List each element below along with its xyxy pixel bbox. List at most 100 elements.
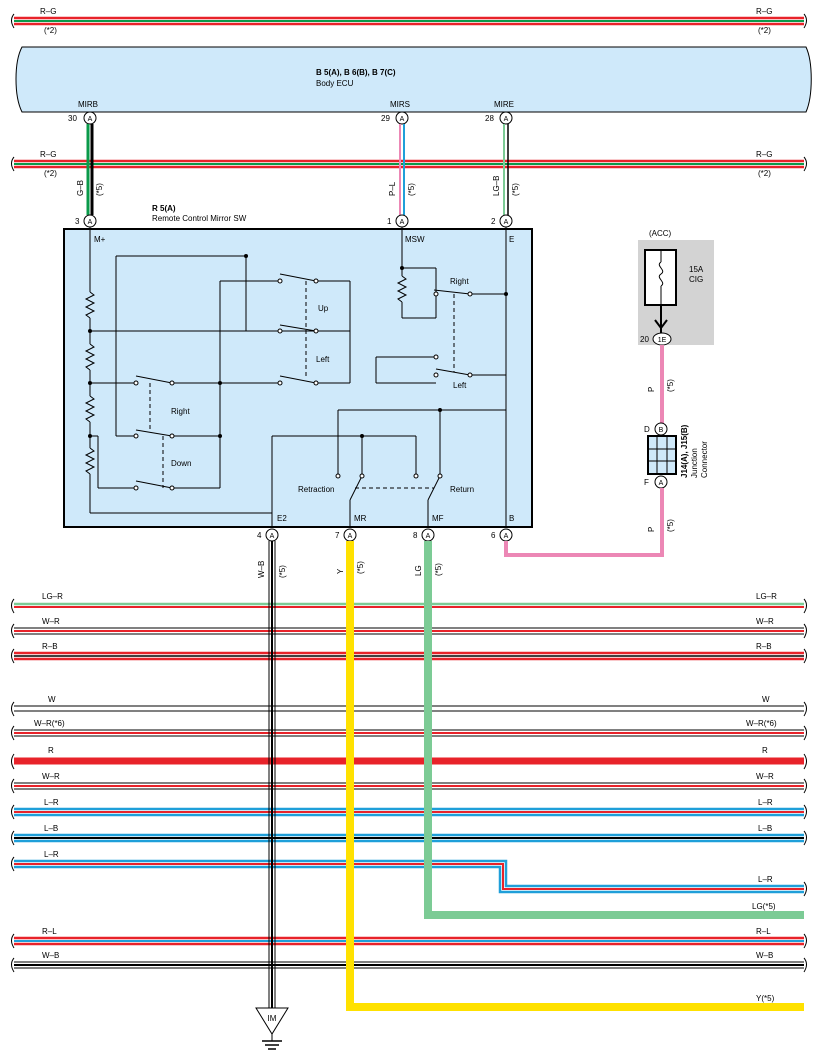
svg-text:(*5): (*5) xyxy=(666,519,675,532)
bus2-note-right: (*2) xyxy=(758,169,771,178)
svg-text:R–B: R–B xyxy=(42,642,58,651)
sw-pin-1: 1 A xyxy=(387,214,409,228)
bus-r-b: R–B R–B xyxy=(11,642,807,664)
top-rg-bus: R–G (*2) R–G (*2) xyxy=(11,7,807,35)
bus-l-r-1: L–R L–R xyxy=(11,798,807,820)
svg-text:1: 1 xyxy=(387,217,392,226)
fuse-block: (ACC) 15A CIG 20 1E xyxy=(638,229,714,346)
wire-y: Y (*5) Y(*5) xyxy=(336,541,804,1011)
ecu-pin-30: 30 A xyxy=(68,111,97,125)
svg-text:B: B xyxy=(659,427,664,434)
svg-text:LG: LG xyxy=(414,565,423,576)
svg-text:A: A xyxy=(504,219,509,226)
svg-text:4: 4 xyxy=(257,531,262,540)
svg-text:29: 29 xyxy=(381,114,390,123)
sw-pin-7: 7 A xyxy=(335,528,357,542)
bus-w: W W xyxy=(11,695,807,717)
svg-text:(*5): (*5) xyxy=(511,183,520,196)
svg-text:Retraction: Retraction xyxy=(298,485,334,494)
svg-text:28: 28 xyxy=(485,114,494,123)
svg-text:L–B: L–B xyxy=(758,824,772,833)
ground-symbol: IM xyxy=(255,1007,289,1050)
sw-pin-4: 4 A xyxy=(257,528,279,542)
svg-text:(*5): (*5) xyxy=(407,183,416,196)
svg-text:W: W xyxy=(762,695,770,704)
svg-text:1E: 1E xyxy=(658,337,667,344)
ecu-pin-28: 28 A xyxy=(485,111,513,125)
svg-text:F: F xyxy=(644,478,649,487)
svg-text:E: E xyxy=(509,235,514,244)
svg-text:Junction: Junction xyxy=(690,448,699,478)
bus-w-r-2: W–R W–R xyxy=(11,772,807,794)
mirror-switch-box: M+ MSW E E2 MR MF B xyxy=(63,227,533,528)
svg-text:A: A xyxy=(400,219,405,226)
svg-text:8: 8 xyxy=(413,531,418,540)
svg-text:(*5): (*5) xyxy=(95,183,104,196)
bus-lg-r: LG–R LG–R xyxy=(11,592,807,614)
svg-text:W–R(*6): W–R(*6) xyxy=(34,719,65,728)
svg-text:A: A xyxy=(400,116,405,123)
svg-text:Left: Left xyxy=(316,355,330,364)
svg-text:6: 6 xyxy=(491,531,496,540)
svg-text:W–B: W–B xyxy=(257,561,266,578)
svg-text:W–R: W–R xyxy=(42,772,60,781)
svg-text:(*5): (*5) xyxy=(666,379,675,392)
svg-text:P–L: P–L xyxy=(388,181,397,196)
svg-text:A: A xyxy=(348,533,353,540)
svg-text:W–R(*6): W–R(*6) xyxy=(746,719,777,728)
svg-text:P: P xyxy=(647,387,656,392)
svg-text:A: A xyxy=(504,533,509,540)
svg-text:Right: Right xyxy=(171,407,190,416)
svg-text:W–R: W–R xyxy=(756,772,774,781)
svg-text:P: P xyxy=(647,527,656,532)
svg-text:A: A xyxy=(88,219,93,226)
sw-pin-2: 2 A xyxy=(491,214,513,228)
bus-l-b: L–B L–B xyxy=(11,824,807,846)
top-bus-note-left: (*2) xyxy=(44,26,57,35)
svg-text:R–B: R–B xyxy=(756,642,772,651)
ecu-title: B 5(A), B 6(B), B 7(C) xyxy=(316,68,396,77)
svg-text:L–R: L–R xyxy=(758,798,773,807)
bus2-note-left: (*2) xyxy=(44,169,57,178)
svg-text:A: A xyxy=(504,116,509,123)
svg-text:Right: Right xyxy=(450,277,469,286)
svg-text:B: B xyxy=(509,514,514,523)
wire-p-b: P (*5) xyxy=(504,488,675,557)
svg-text:Return: Return xyxy=(450,485,474,494)
svg-text:R: R xyxy=(48,746,54,755)
sw-pin-6: 6 A xyxy=(491,528,513,542)
svg-text:W–B: W–B xyxy=(42,951,59,960)
svg-text:A: A xyxy=(426,533,431,540)
sw-pin-3: 3 A xyxy=(75,214,97,228)
svg-text:LG(*5): LG(*5) xyxy=(752,902,776,911)
wire-lg-b: LG–B (*5) xyxy=(492,124,520,215)
bus-r-l: R–L R–L xyxy=(11,927,807,949)
bus-w-r-1: W–R W–R xyxy=(11,617,807,639)
svg-text:W–B: W–B xyxy=(756,951,773,960)
svg-text:3: 3 xyxy=(75,217,80,226)
bus-r: R R xyxy=(11,746,807,770)
svg-text:W–R: W–R xyxy=(42,617,60,626)
svg-text:L–R: L–R xyxy=(44,850,59,859)
svg-text:W: W xyxy=(48,695,56,704)
svg-text:LG–R: LG–R xyxy=(42,592,63,601)
svg-text:(*5): (*5) xyxy=(278,565,287,578)
svg-text:A: A xyxy=(659,480,664,487)
svg-text:A: A xyxy=(88,116,93,123)
svg-text:7: 7 xyxy=(335,531,340,540)
svg-text:A: A xyxy=(270,533,275,540)
bus-lg-5: LG (*5) LG(*5) xyxy=(414,541,804,919)
svg-text:MR: MR xyxy=(354,514,367,523)
svg-text:Up: Up xyxy=(318,304,329,313)
svg-text:Y(*5): Y(*5) xyxy=(756,994,775,1003)
top-bus-label-right: R–G xyxy=(756,7,772,16)
svg-text:LG–B: LG–B xyxy=(492,176,501,196)
svg-text:M+: M+ xyxy=(94,235,106,244)
svg-text:J14(A), J15(B): J14(A), J15(B) xyxy=(680,424,689,478)
switch-title: R 5(A) xyxy=(152,204,176,213)
junction-connector: D B F A J14(A), J15(B) Junction Connecto… xyxy=(644,422,709,489)
wire-w-b-ground: W–B (*5) xyxy=(257,541,287,1008)
svg-text:Down: Down xyxy=(171,459,191,468)
svg-text:30: 30 xyxy=(68,114,77,123)
ecu-subtitle: Body ECU xyxy=(316,79,354,88)
